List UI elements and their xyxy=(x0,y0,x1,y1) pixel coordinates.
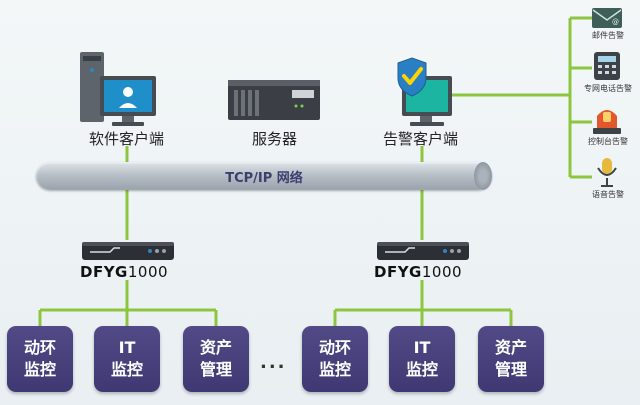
phone-alarm-label: 专网电话告警 xyxy=(584,84,632,93)
email-alarm-label: 邮件告警 xyxy=(592,31,624,40)
server-label: 服务器 xyxy=(252,130,298,148)
phone-icon xyxy=(594,52,620,80)
module-line1: IT xyxy=(413,338,431,357)
alarm-light-icon xyxy=(593,110,621,134)
module-box: 资产管理 xyxy=(478,326,544,392)
module-box: IT 监控 xyxy=(389,326,455,392)
alarm-client-label: 告警客户端 xyxy=(383,130,459,148)
dfyg-device-icon xyxy=(82,242,174,260)
software-client-label: 软件客户端 xyxy=(89,130,165,148)
module-line1: 动环 xyxy=(23,338,56,357)
tcp-ip-network-pipe: TCP/IP 网络 xyxy=(36,162,492,190)
network-label: TCP/IP 网络 xyxy=(225,171,303,186)
module-line1: 动环 xyxy=(318,338,351,357)
module-line1: 资产 xyxy=(199,338,232,357)
module-line2: 监控 xyxy=(110,360,143,379)
module-line1: IT xyxy=(118,338,136,357)
device-model-prefix: DFYG xyxy=(80,263,128,281)
device-model-prefix: DFYG xyxy=(374,263,422,281)
ellipsis: ... xyxy=(260,352,287,373)
pipe-end-cap xyxy=(474,162,492,190)
svg-text:@: @ xyxy=(612,18,619,26)
module-box: 动环监控 xyxy=(7,326,73,392)
email-icon: @ xyxy=(592,8,622,28)
module-box: 资产管理 xyxy=(183,326,249,392)
microphone-icon xyxy=(597,158,617,187)
voice-alarm-label: 语音告警 xyxy=(592,190,624,199)
console-alarm-label: 控制台告警 xyxy=(588,137,628,146)
module-line2: 监控 xyxy=(23,360,56,379)
alarm-client-computer-icon xyxy=(397,57,452,126)
software-client-computer-icon xyxy=(80,52,156,126)
module-box: IT 监控 xyxy=(94,326,160,392)
dfyg-device-label: DFYG1000 xyxy=(374,263,462,281)
module-line2: 管理 xyxy=(494,360,527,379)
module-line2: 监控 xyxy=(318,360,351,379)
server-icon xyxy=(228,80,320,120)
dfyg-device-label: DFYG1000 xyxy=(80,263,168,281)
module-line2: 管理 xyxy=(199,360,232,379)
module-line1: 资产 xyxy=(494,338,527,357)
module-line2: 监控 xyxy=(405,360,438,379)
device-model-number: 1000 xyxy=(127,263,169,281)
dfyg-device-icon xyxy=(377,242,469,260)
device-model-number: 1000 xyxy=(421,263,463,281)
module-box: 动环监控 xyxy=(302,326,368,392)
